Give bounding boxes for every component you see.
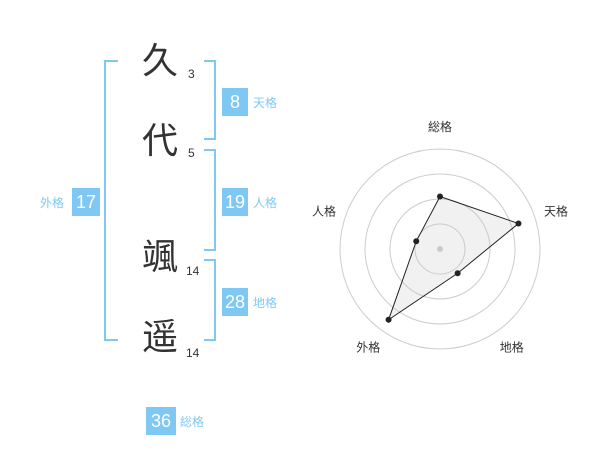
name-char-3: 颯 xyxy=(141,237,178,278)
radar-area xyxy=(387,195,520,322)
chikaku-label: 地格 xyxy=(253,296,278,310)
chikaku-score-badge: 28 xyxy=(222,288,248,316)
soukaku-score-badge: 36 xyxy=(146,407,176,435)
stroke-count-3: 14 xyxy=(186,264,200,278)
stroke-count-2: 5 xyxy=(188,146,195,160)
tenkaku-label: 天格 xyxy=(253,96,278,110)
radar-axis-label-2: 天格 xyxy=(544,203,568,218)
name-char-4: 遥 xyxy=(141,317,178,358)
stroke-count-1: 3 xyxy=(188,67,195,81)
gaikaku-score-badge: 17 xyxy=(72,188,100,216)
stroke-count-4: 14 xyxy=(186,346,200,360)
jinkaku-bracket xyxy=(204,149,216,251)
gaikaku-bracket xyxy=(104,60,118,341)
chikaku-bracket xyxy=(204,259,216,341)
radar-point-2 xyxy=(515,220,522,227)
radar-center-dot xyxy=(437,246,443,252)
radar-ring-4 xyxy=(339,148,541,350)
radar-ring-3 xyxy=(364,173,516,325)
name-char-2: 代 xyxy=(141,121,178,162)
radar-axis-label-3: 地格 xyxy=(500,340,524,355)
gaikaku-label: 外格 xyxy=(40,196,65,210)
radar-points xyxy=(385,193,522,323)
tenkaku-bracket xyxy=(204,60,216,140)
name-char-1: 久 xyxy=(141,41,178,82)
radar-point-5 xyxy=(413,238,420,245)
radar-point-4 xyxy=(385,316,392,323)
radar-ring-1 xyxy=(414,223,466,275)
radar-point-1 xyxy=(437,193,443,200)
radar-axis-label-1: 総格 xyxy=(428,119,452,134)
radar-axis-label-5: 人格 xyxy=(312,203,336,218)
soukaku-label: 総格 xyxy=(180,415,205,429)
radar-point-3 xyxy=(454,270,461,277)
radar-rings xyxy=(339,148,541,350)
tenkaku-score-badge: 8 xyxy=(222,88,248,116)
jinkaku-label: 人格 xyxy=(253,196,278,210)
radar-axis-label-4: 外格 xyxy=(356,340,380,355)
jinkaku-score-badge: 19 xyxy=(222,188,248,216)
